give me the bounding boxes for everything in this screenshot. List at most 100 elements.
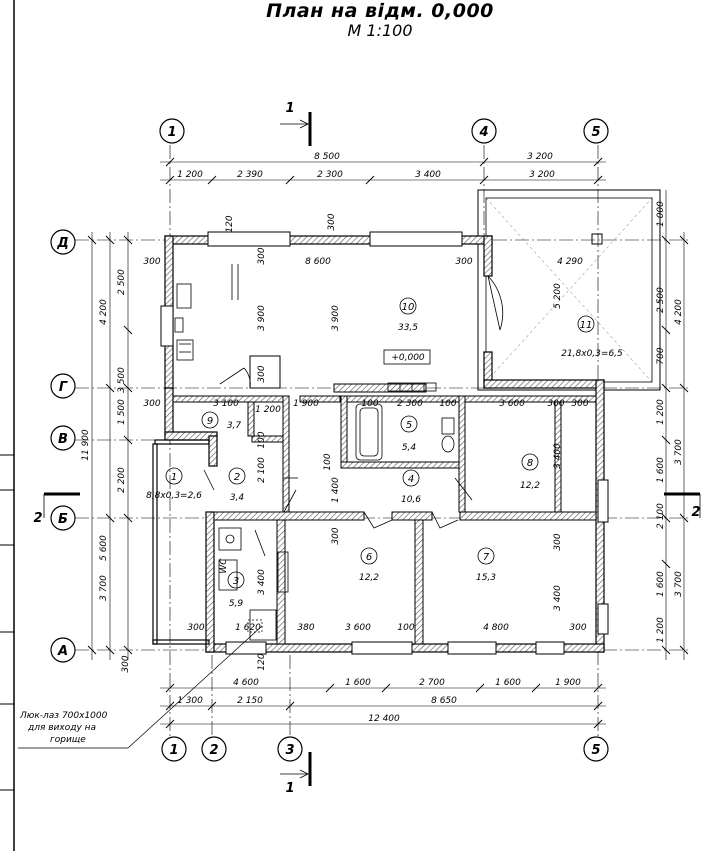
dim-text: 300 bbox=[569, 623, 586, 633]
dim-text: 3 500 bbox=[117, 367, 127, 393]
room-marker bbox=[227, 571, 245, 589]
room-number: 8 bbox=[527, 458, 533, 469]
dim-text: 8 500 bbox=[314, 152, 340, 162]
room-area: 3,4 bbox=[230, 493, 245, 503]
dim-text: 300 bbox=[455, 257, 472, 267]
drawing-frame bbox=[0, 0, 15, 851]
room-area: 3,7 bbox=[227, 421, 242, 431]
room-marker bbox=[228, 467, 246, 485]
dim-text: 2 700 bbox=[419, 678, 445, 688]
axis-bubble-left-a bbox=[50, 637, 76, 663]
dim-text: 5 600 bbox=[99, 535, 109, 561]
dim-text: 2 100 bbox=[656, 503, 666, 529]
dim-text: 300 bbox=[187, 623, 204, 633]
room-area: 12,2 bbox=[359, 573, 379, 583]
room-number: 10 bbox=[402, 302, 415, 313]
axis-label: Б bbox=[58, 512, 68, 527]
dim-text: 1 500 bbox=[117, 399, 127, 425]
room-number: 3 bbox=[233, 576, 239, 587]
axis-label: В bbox=[58, 432, 68, 447]
room-number: 2 bbox=[234, 472, 240, 483]
axis-bubbles bbox=[50, 118, 609, 762]
room-number: 1 bbox=[171, 472, 177, 483]
room-area: 15,3 bbox=[476, 573, 496, 583]
windows bbox=[160, 231, 609, 655]
dim-text: 8 600 bbox=[305, 257, 331, 267]
dim-text: 300 bbox=[327, 213, 337, 230]
axis-bubble-bottom-1 bbox=[161, 736, 187, 762]
room-marker bbox=[521, 453, 539, 471]
dim-text: 3 900 bbox=[257, 305, 267, 331]
dim-text: 120 bbox=[225, 215, 235, 232]
dim-text: 300 bbox=[571, 399, 588, 409]
exterior-walls bbox=[152, 235, 605, 653]
dim-text: 1 620 bbox=[235, 623, 261, 633]
section-label-right: 2 bbox=[691, 505, 700, 520]
axis-bubble-top-5 bbox=[583, 118, 609, 144]
room-area: 10,6 bbox=[401, 495, 421, 505]
dim-text: 1 600 bbox=[656, 457, 666, 483]
dim-text: 3 400 bbox=[553, 585, 563, 611]
dimension-lines bbox=[91, 161, 685, 725]
room-marker bbox=[201, 411, 219, 429]
dim-text: 100 bbox=[397, 623, 414, 633]
room-marker bbox=[360, 547, 378, 565]
dim-text: 1 900 bbox=[555, 678, 581, 688]
dim-text: 3 700 bbox=[674, 571, 684, 597]
room-number: 9 bbox=[207, 416, 213, 427]
dim-text: 4 200 bbox=[674, 299, 684, 325]
axis-label: 3 bbox=[285, 743, 294, 758]
dim-text: 300 bbox=[257, 247, 267, 264]
drawing-title: План на відм. 0,000 М 1:100 bbox=[190, 0, 570, 40]
room-text: 1 8,8х0,3=2,6 2 3,4 3 5,9 4 10,6 5 5,4 6… bbox=[146, 302, 623, 609]
interior-walls bbox=[172, 355, 597, 645]
axis-labels: 1 4 5 1 2 3 5 Д Г В Б А 2 2 1 1 bbox=[33, 101, 700, 796]
dim-text: 120 bbox=[257, 653, 267, 670]
dim-text: 3 200 bbox=[527, 152, 553, 162]
dim-text: 3 600 bbox=[499, 399, 525, 409]
title-main: План на відм. 0,000 bbox=[266, 0, 494, 22]
dim-text: 2 390 bbox=[237, 170, 263, 180]
dim-text: 3 400 bbox=[553, 443, 563, 469]
level-mark: +0,000 bbox=[391, 353, 425, 363]
hatch-leader bbox=[18, 619, 263, 749]
axis-label: 2 bbox=[209, 743, 218, 758]
dim-text: 2 500 bbox=[117, 269, 127, 295]
axis-bubble-bottom-2 bbox=[201, 736, 227, 762]
dim-text: 1 600 bbox=[495, 678, 521, 688]
dim-text: 3 200 bbox=[529, 170, 555, 180]
axis-bubble-left-v bbox=[50, 425, 76, 451]
dim-text: 300 bbox=[143, 257, 160, 267]
dim-text: 5 200 bbox=[553, 283, 563, 309]
axis-bubble-top-1 bbox=[159, 118, 185, 144]
level-mark-box bbox=[383, 349, 431, 365]
dim-text: 4 200 bbox=[99, 299, 109, 325]
section-label-top: 1 bbox=[285, 101, 294, 116]
dim-text: 300 bbox=[553, 533, 563, 550]
axis-bubble-left-d bbox=[50, 229, 76, 255]
dim-text: 700 bbox=[656, 347, 666, 364]
dim-text: 1 200 bbox=[656, 617, 666, 643]
dim-text: 2 500 bbox=[656, 287, 666, 313]
dim-text: 1 300 bbox=[177, 696, 203, 706]
dim-text: 2 200 bbox=[117, 467, 127, 493]
interior-dimension-texts: 300 8 600 300 4 290 300 3 900 3 900 5 20… bbox=[143, 213, 588, 670]
dim-text: 100 bbox=[257, 431, 267, 448]
room-marker bbox=[400, 415, 418, 433]
dim-text: 3 400 bbox=[257, 569, 267, 595]
room-area: 5,9 bbox=[229, 599, 244, 609]
room-area: 12,2 bbox=[520, 481, 540, 491]
dim-text: 1 200 bbox=[177, 170, 203, 180]
dim-text: 1 900 bbox=[293, 399, 319, 409]
room-number: 7 bbox=[483, 552, 490, 563]
room-area: 8,8х0,3=2,6 bbox=[146, 491, 202, 501]
hatch-note-line: Люк-лаз 700х1000 bbox=[19, 711, 108, 721]
dim-text: 300 bbox=[331, 527, 341, 544]
dim-text: 1 600 bbox=[656, 571, 666, 597]
dim-text: 1 200 bbox=[255, 405, 281, 415]
dim-text: 8 650 bbox=[431, 696, 457, 706]
room-number: 5 bbox=[406, 420, 412, 431]
axis-label: А bbox=[57, 644, 68, 659]
hatch-note-line: горище bbox=[50, 735, 86, 745]
